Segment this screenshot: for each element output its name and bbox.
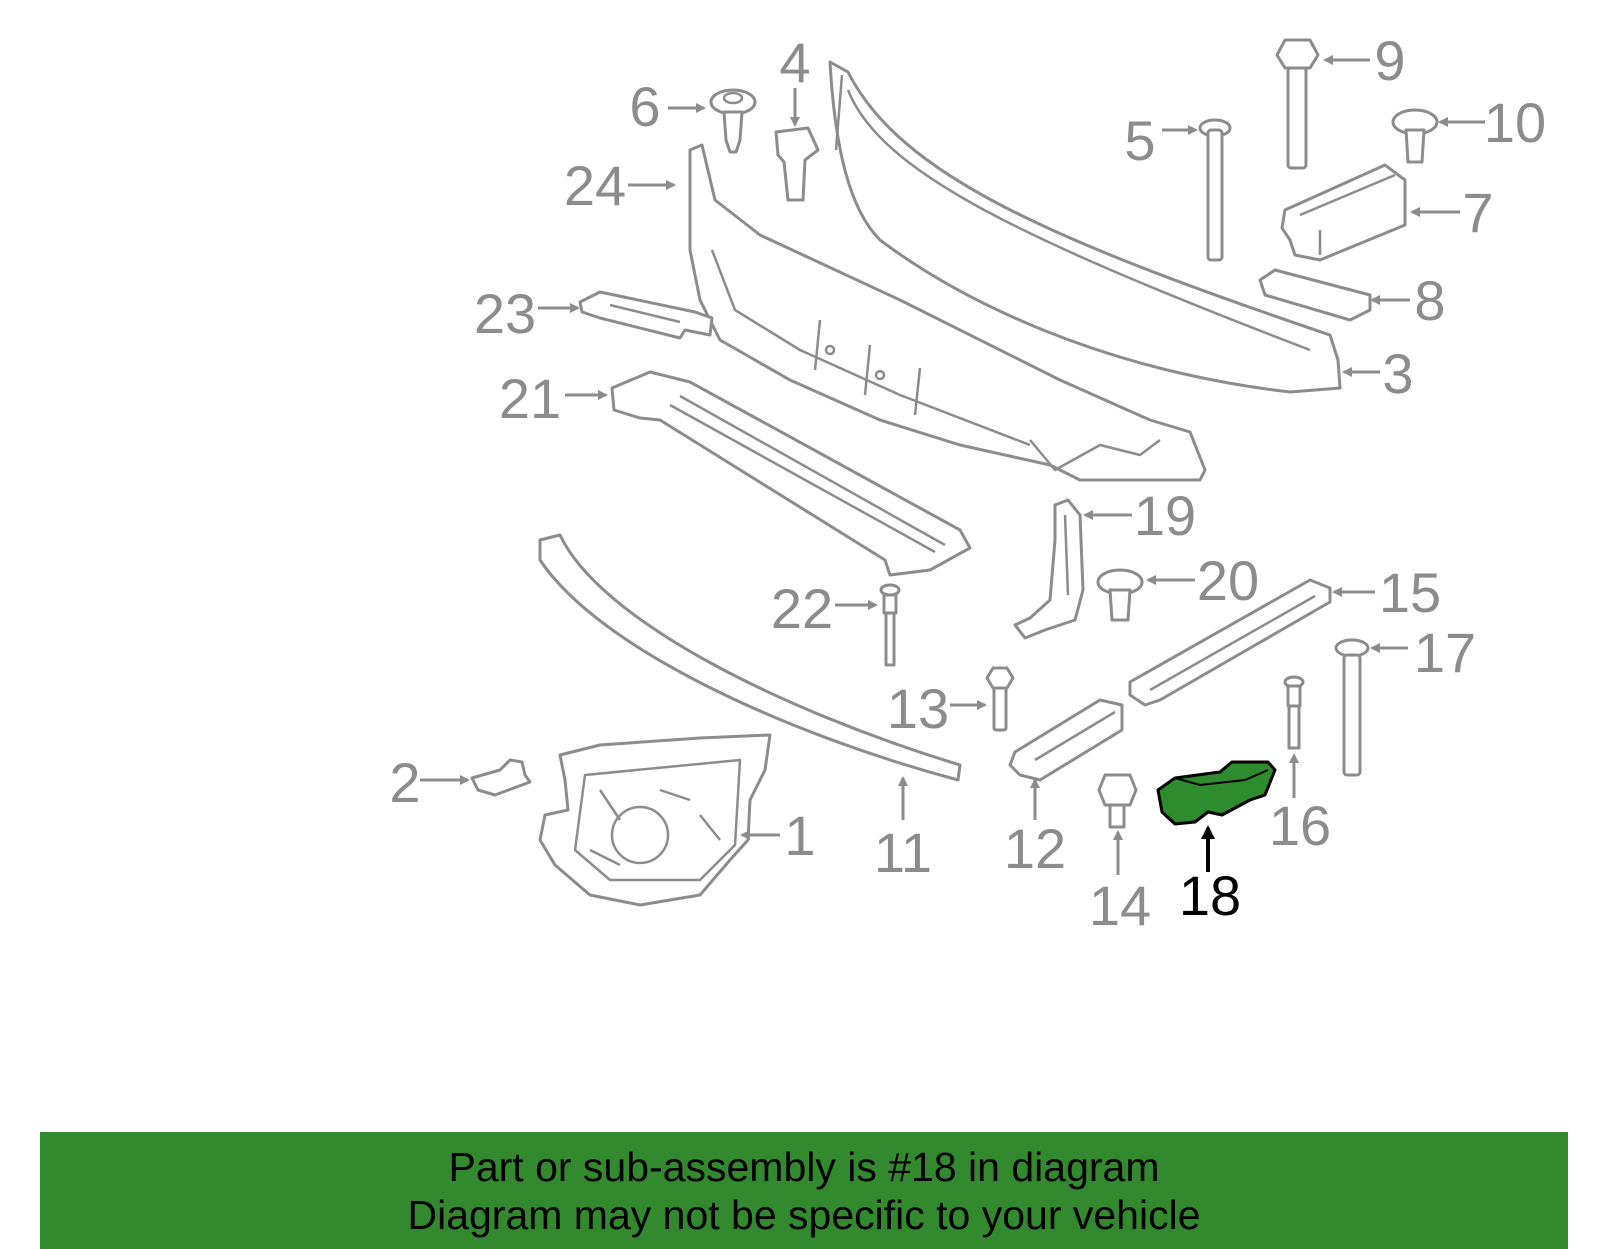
part-8-plate xyxy=(1258,268,1372,322)
callout-24: 24 xyxy=(564,154,626,217)
callout-19: 19 xyxy=(1134,484,1196,547)
part-22-stud xyxy=(879,583,901,667)
part-20-nut xyxy=(1096,568,1144,622)
callout-6: 6 xyxy=(629,75,660,138)
callout-21: 21 xyxy=(499,367,561,430)
part-10-nut xyxy=(1391,108,1439,164)
part-14-bolt xyxy=(1097,773,1138,829)
callout-4: 4 xyxy=(779,31,810,94)
part-7-bracket xyxy=(1280,163,1407,262)
part-24-impact-bar xyxy=(688,143,1207,482)
callout-23: 23 xyxy=(474,282,536,345)
callout-18: 18 xyxy=(1179,864,1241,927)
part-3-bumper-reinforcement xyxy=(828,60,1342,394)
part-12-box-bracket xyxy=(1008,698,1124,782)
info-banner: Part or sub-assembly is #18 in diagram D… xyxy=(40,1132,1568,1249)
part-6-nut xyxy=(709,88,757,154)
callout-20: 20 xyxy=(1197,549,1259,612)
part-17-bolt xyxy=(1334,638,1370,777)
callout-10: 10 xyxy=(1484,91,1546,154)
callout-7: 7 xyxy=(1462,181,1493,244)
banner-line-2: Diagram may not be specific to your vehi… xyxy=(407,1191,1201,1238)
part-23-guide xyxy=(578,290,714,340)
callout-16: 16 xyxy=(1269,794,1331,857)
part-11-strip xyxy=(538,533,962,782)
callout-2: 2 xyxy=(389,751,420,814)
part-5-bolt xyxy=(1198,118,1232,262)
callout-1: 1 xyxy=(784,804,815,867)
callout-22: 22 xyxy=(771,577,833,640)
callout-15: 15 xyxy=(1379,561,1441,624)
callout-5: 5 xyxy=(1124,109,1155,172)
part-16-stud xyxy=(1283,675,1305,750)
part-13-bolt xyxy=(985,666,1015,732)
callout-11: 11 xyxy=(874,821,932,884)
part-15-lower-bracket xyxy=(1128,578,1332,707)
banner-line-1: Part or sub-assembly is #18 in diagram xyxy=(448,1143,1160,1190)
part-4-clip xyxy=(774,126,820,202)
part-18-fill xyxy=(1156,760,1277,826)
callout-8: 8 xyxy=(1414,269,1445,332)
part-1-side-bracket xyxy=(538,733,772,907)
callout-14: 14 xyxy=(1089,874,1151,937)
part-18-highlighted-bracket xyxy=(1156,760,1277,826)
callout-12: 12 xyxy=(1004,817,1066,880)
callout-17: 17 xyxy=(1414,621,1476,684)
part-2-clip-nut xyxy=(470,758,532,797)
callout-9: 9 xyxy=(1374,29,1405,92)
part-21-support-rail xyxy=(610,370,972,577)
callout-13: 13 xyxy=(887,677,949,740)
part-19-bracket xyxy=(1013,498,1085,640)
part-9-bolt xyxy=(1275,38,1320,170)
callout-3: 3 xyxy=(1382,342,1413,405)
